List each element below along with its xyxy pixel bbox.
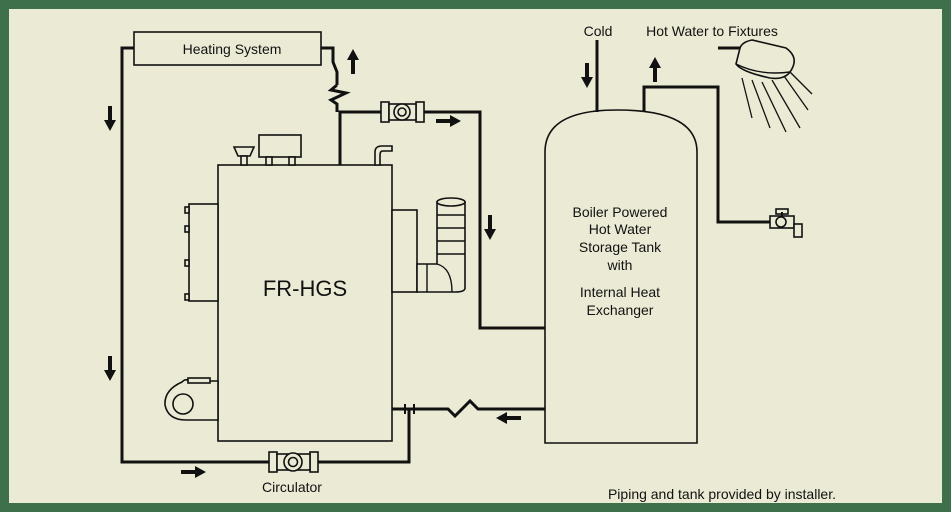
left-loop-pipe [120, 46, 270, 464]
arrow-down-icon [482, 213, 498, 242]
check-valve-icon [327, 83, 351, 112]
arrow-right-icon [434, 113, 463, 129]
circulator-pump-icon [268, 451, 319, 473]
tank-return-pipe [392, 398, 545, 419]
heating-system-label: Heating System [183, 41, 282, 57]
boiler-supply-pipe [338, 110, 382, 165]
tank-label-5: Internal Heat [580, 284, 660, 300]
tank-label-3: Storage Tank [579, 239, 662, 255]
circulator-pump-icon [380, 101, 425, 123]
storage-tank [544, 109, 698, 444]
faucet-icon [769, 208, 803, 238]
arrow-up-icon [345, 47, 361, 76]
cold-label: Cold [584, 23, 613, 39]
flue-pipe-icon [391, 197, 466, 293]
hot-water-label: Hot Water to Fixtures [646, 23, 778, 39]
shower-head-icon [735, 39, 813, 133]
circulator-label: Circulator [262, 479, 322, 495]
return-pipe [318, 409, 411, 464]
arrow-up-icon [647, 55, 663, 84]
tank-label-1: Boiler Powered [573, 204, 668, 220]
boiler-top-fittings [232, 134, 393, 166]
arrow-right-icon [179, 464, 208, 480]
footnote: Piping and tank provided by installer. [608, 486, 836, 502]
heating-outlet-pipe [321, 46, 339, 85]
arrow-down-icon [102, 354, 118, 383]
heating-system-box [133, 31, 322, 66]
tank-label-4: with [607, 257, 633, 273]
hot-water-pipe [642, 85, 774, 224]
arrow-down-icon [579, 61, 595, 90]
arrow-left-icon [494, 410, 523, 426]
tank-label-6: Exchanger [587, 302, 654, 318]
blower-icon [164, 377, 219, 421]
tank-label-2: Hot Water [589, 221, 652, 237]
arrow-down-icon [102, 104, 118, 133]
boiler-label: FR-HGS [263, 276, 347, 301]
boiler-side-panel [184, 203, 219, 302]
tank-supply-pipe [424, 110, 545, 330]
boiler-body [217, 164, 393, 442]
